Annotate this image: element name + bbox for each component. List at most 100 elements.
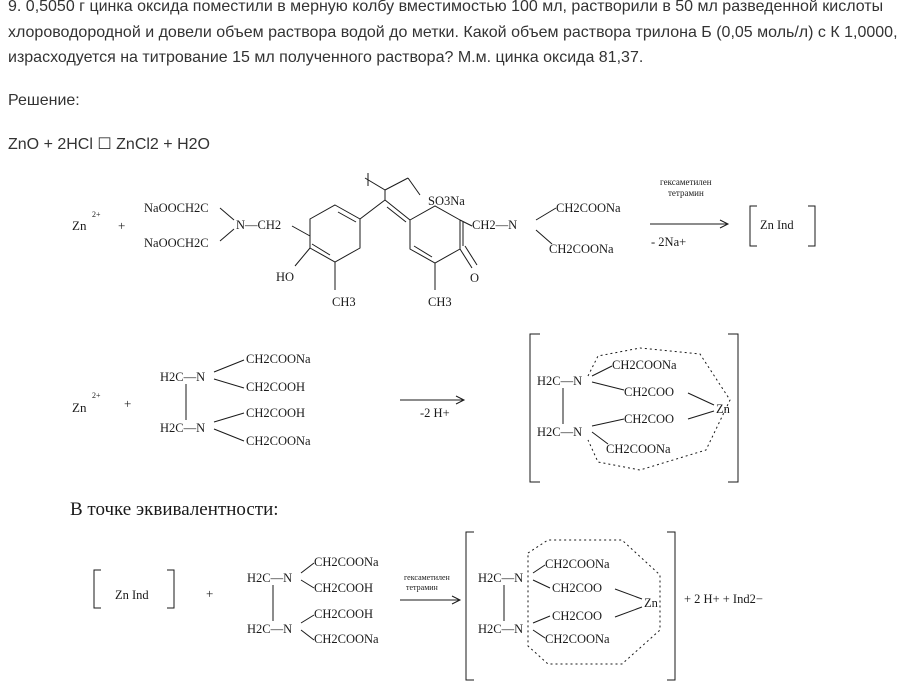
bond	[219, 207, 235, 221]
equation: ZnO + 2HCl ☐ ZnCl2 + H2O	[8, 136, 210, 153]
coordination-cage	[587, 347, 731, 471]
bond	[407, 177, 421, 196]
edta-group-2: CH2COOH	[246, 380, 305, 394]
arrow-head	[451, 595, 462, 605]
complex-group-1: CH2COONa	[545, 557, 610, 571]
complex-group-3: CH2COO	[624, 412, 674, 426]
bond	[459, 248, 473, 269]
edta-group-4: CH2COONa	[314, 632, 379, 646]
coordination-bond	[614, 606, 643, 618]
ho-label: HO	[276, 270, 294, 284]
right-group-top: CH2COONa	[556, 201, 621, 215]
coordination-bond	[687, 392, 715, 406]
bond	[591, 381, 625, 391]
arrow-catalyst-1: гексаметилен	[660, 177, 712, 187]
bracket-right	[167, 569, 175, 609]
arrow-catalyst-2: тетрамин	[406, 583, 439, 592]
bond	[300, 562, 315, 574]
bond	[591, 365, 613, 377]
zinc-charge: 2+	[92, 391, 101, 400]
coordination-bond	[687, 410, 715, 420]
plus-sign: +	[206, 586, 213, 601]
bracket-right	[808, 205, 816, 247]
bond	[591, 431, 609, 445]
scheme-2: Zn 2+ + H2C—N H2C—N CH2COONa CH2COOH CH2…	[72, 333, 739, 483]
bond	[532, 615, 551, 624]
arrow-loss: - 2Na+	[651, 235, 686, 249]
right-ch2n-label: CH2—N	[472, 218, 517, 232]
bond	[213, 359, 245, 373]
bond	[294, 247, 311, 267]
complex-zn: Zn	[716, 402, 731, 416]
arrow-head	[455, 395, 466, 405]
phenol-ring	[309, 204, 361, 263]
edta-group-1: CH2COONa	[246, 352, 311, 366]
bond	[300, 629, 315, 641]
bond	[459, 219, 473, 227]
complex-n-bottom: H2C—N	[537, 425, 582, 439]
bracket-right	[667, 531, 676, 681]
bond	[300, 614, 315, 624]
arrow-catalyst-2: тетрамин	[668, 188, 704, 198]
bond	[213, 378, 245, 389]
left-group-bottom: NaOOCH2C	[144, 236, 209, 250]
ch3-right: CH3	[428, 295, 452, 309]
scheme-3: Zn Ind + H2C—N H2C—N CH2COONa CH2COOH CH…	[93, 531, 763, 681]
bond	[219, 228, 235, 242]
products-label: + 2 H+ + Ind2−	[684, 592, 763, 606]
complex-n-bottom: H2C—N	[478, 622, 523, 636]
complex-n-top: H2C—N	[537, 374, 582, 388]
so3na-label: SO3Na	[428, 194, 465, 208]
arrow-loss: -2 H+	[420, 406, 450, 420]
double-bond	[337, 211, 357, 223]
complex-zn: Zn	[644, 596, 659, 610]
bond	[213, 428, 245, 442]
n-ch2-label: N—CH2	[236, 218, 281, 232]
edta-n-top: H2C—N	[160, 370, 205, 384]
plus-sign: +	[118, 218, 125, 233]
bracket-left	[465, 531, 474, 681]
edta-group-3: CH2COOH	[246, 406, 305, 420]
double-bond	[413, 245, 433, 258]
edta-n-top: H2C—N	[247, 571, 292, 585]
bond	[535, 229, 553, 245]
complex-group-4: CH2COONa	[545, 632, 610, 646]
coordination-bond	[614, 588, 643, 600]
double-bond	[311, 243, 331, 256]
bracket-left	[93, 569, 101, 609]
bracket-left	[749, 205, 757, 247]
bond	[532, 579, 551, 589]
bond	[535, 207, 557, 221]
plus-sign: +	[124, 396, 131, 411]
bond	[300, 579, 315, 589]
equivalence-heading: В точке эквивалентности:	[70, 499, 279, 520]
edta-group-3: CH2COOH	[314, 607, 373, 621]
edta-group-1: CH2COONa	[314, 555, 379, 569]
left-group-top: NaOOCH2C	[144, 201, 209, 215]
problem-text: 9. 0,5050 г цинка оксида поместили в мер…	[8, 0, 898, 66]
scheme-1: Zn 2+ + NaOOCH2C NaOOCH2C N—CH2 HO CH3 S…	[72, 173, 816, 309]
bond	[464, 245, 478, 266]
quinoid-ring	[409, 205, 461, 264]
solution-label: Решение:	[8, 92, 80, 109]
edta-group-2: CH2COOH	[314, 581, 373, 595]
zinc-charge: 2+	[92, 210, 101, 219]
right-group-bottom: CH2COONa	[549, 242, 614, 256]
double-bond	[386, 206, 407, 223]
edta-group-4: CH2COONa	[246, 434, 311, 448]
complex-group-3: CH2COO	[552, 609, 602, 623]
complex-n-top: H2C—N	[478, 571, 523, 585]
complex-group-2: CH2COO	[552, 581, 602, 595]
ch3-left: CH3	[332, 295, 356, 309]
complex-group-4: CH2COONa	[606, 442, 671, 456]
bracket-left	[529, 333, 540, 483]
zinc-ion: Zn	[72, 400, 87, 415]
zn-ind-reagent: Zn Ind	[115, 588, 149, 602]
complex-group-1: CH2COONa	[612, 358, 677, 372]
zinc-ion: Zn	[72, 218, 87, 233]
bond	[532, 564, 546, 574]
arrow-catalyst-1: гексаметилен	[404, 573, 451, 582]
zn-ind-product: Zn Ind	[760, 218, 794, 232]
edta-n-bottom: H2C—N	[247, 622, 292, 636]
